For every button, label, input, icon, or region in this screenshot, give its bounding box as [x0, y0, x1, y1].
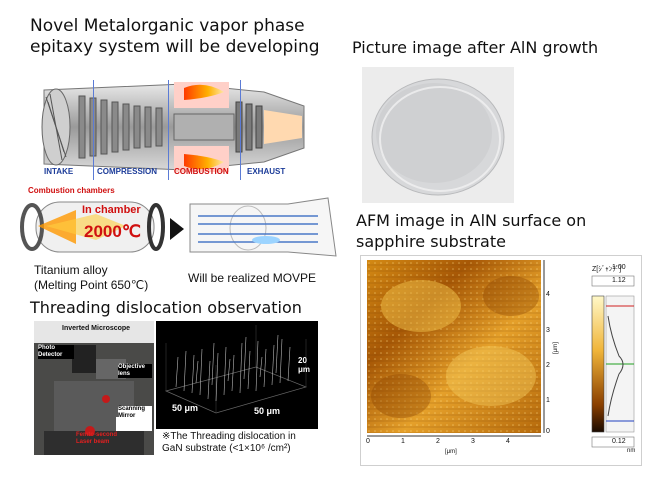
scale-y-label: 50 μm: [254, 406, 281, 416]
afm-y-tick-3: 3: [546, 327, 550, 334]
chamber-graphic: [20, 201, 165, 253]
temperature-label: 2000℃: [84, 222, 141, 241]
afm-title: AFM image in AlN surface on sapphire sub…: [356, 211, 587, 251]
afm-scale-unit: nm: [627, 448, 636, 454]
afm-x-tick-3: 3: [471, 438, 475, 445]
engine-label-exhaust: EXHAUST: [247, 167, 286, 176]
afm-y-tick-2: 2: [546, 362, 550, 369]
afm-x-tick-1: 1: [401, 438, 405, 445]
afm-scale-max: 1.00: [612, 264, 626, 271]
objective-lens-label: Objective lens: [118, 364, 152, 378]
afm-y-tick-0: 0: [546, 428, 550, 435]
combustion-chambers-label: Combustion chambers: [28, 186, 115, 195]
wafer-graphic: [362, 67, 514, 203]
movpe-graphic: [189, 197, 337, 257]
movpe-title: Novel Metalorganic vapor phase epitaxy s…: [30, 16, 320, 57]
afm-y-tick-1: 1: [546, 397, 550, 404]
afm-y-tick-4: 4: [546, 291, 550, 298]
picture-title: Picture image after AlN growth: [352, 38, 599, 57]
dislocation-graphic: [156, 321, 318, 429]
inverted-microscope-label: Inverted Microscope: [62, 325, 131, 332]
alloy-label: Titanium alloy: [34, 263, 108, 277]
melting-point-label: (Melting Point 650℃): [34, 278, 149, 292]
engine-divider-2: [168, 80, 169, 180]
engine-label-combustion: COMBUSTION: [174, 167, 229, 176]
scale-x-label: 50 μm: [172, 403, 199, 413]
realized-label: Will be realized MOVPE: [188, 271, 317, 285]
scale-z-label: 20 μm: [298, 356, 311, 374]
dislocation-note-line2: GaN substrate (<1×10⁶ /cm²): [162, 443, 291, 454]
in-chamber-label: In chamber: [82, 204, 141, 216]
threading-title: Threading dislocation observation: [30, 298, 302, 317]
chamber-left-illustration: [16, 196, 166, 258]
laser-beam-label: Femto-second Laser beam: [76, 432, 118, 445]
afm-x-tick-2: 2: [436, 438, 440, 445]
scanning-mirror-label: Scanning Mirror: [118, 406, 152, 420]
afm-scale-top: 1.12: [612, 277, 626, 284]
afm-scale-bottom: 0.12: [612, 438, 626, 445]
afm-x-tick-4: 4: [506, 438, 510, 445]
arrow-right-icon: [170, 218, 184, 244]
movpe-illustration: [188, 196, 338, 258]
engine-divider-1: [93, 80, 94, 180]
afm-panel: [360, 255, 642, 466]
wafer-photo: [362, 67, 514, 203]
dislocation-note-line1: ※The Threading dislocation in: [162, 431, 296, 442]
dislocation-3d-image: [156, 321, 318, 429]
engine-divider-3: [240, 80, 241, 180]
microscope-photo: [34, 321, 154, 455]
afm-y-unit: [μm]: [552, 342, 559, 354]
afm-x-tick-0: 0: [366, 438, 370, 445]
afm-graphic: [367, 260, 635, 448]
afm-x-unit: [μm]: [445, 449, 457, 455]
photo-detector-label: Photo Detector: [38, 345, 74, 359]
engine-label-compression: COMPRESSION: [97, 167, 158, 176]
engine-label-intake: INTAKE: [44, 167, 74, 176]
afm-scale-label: Z[ｼﾞｬﾝﾌﾟ]: [592, 266, 622, 273]
